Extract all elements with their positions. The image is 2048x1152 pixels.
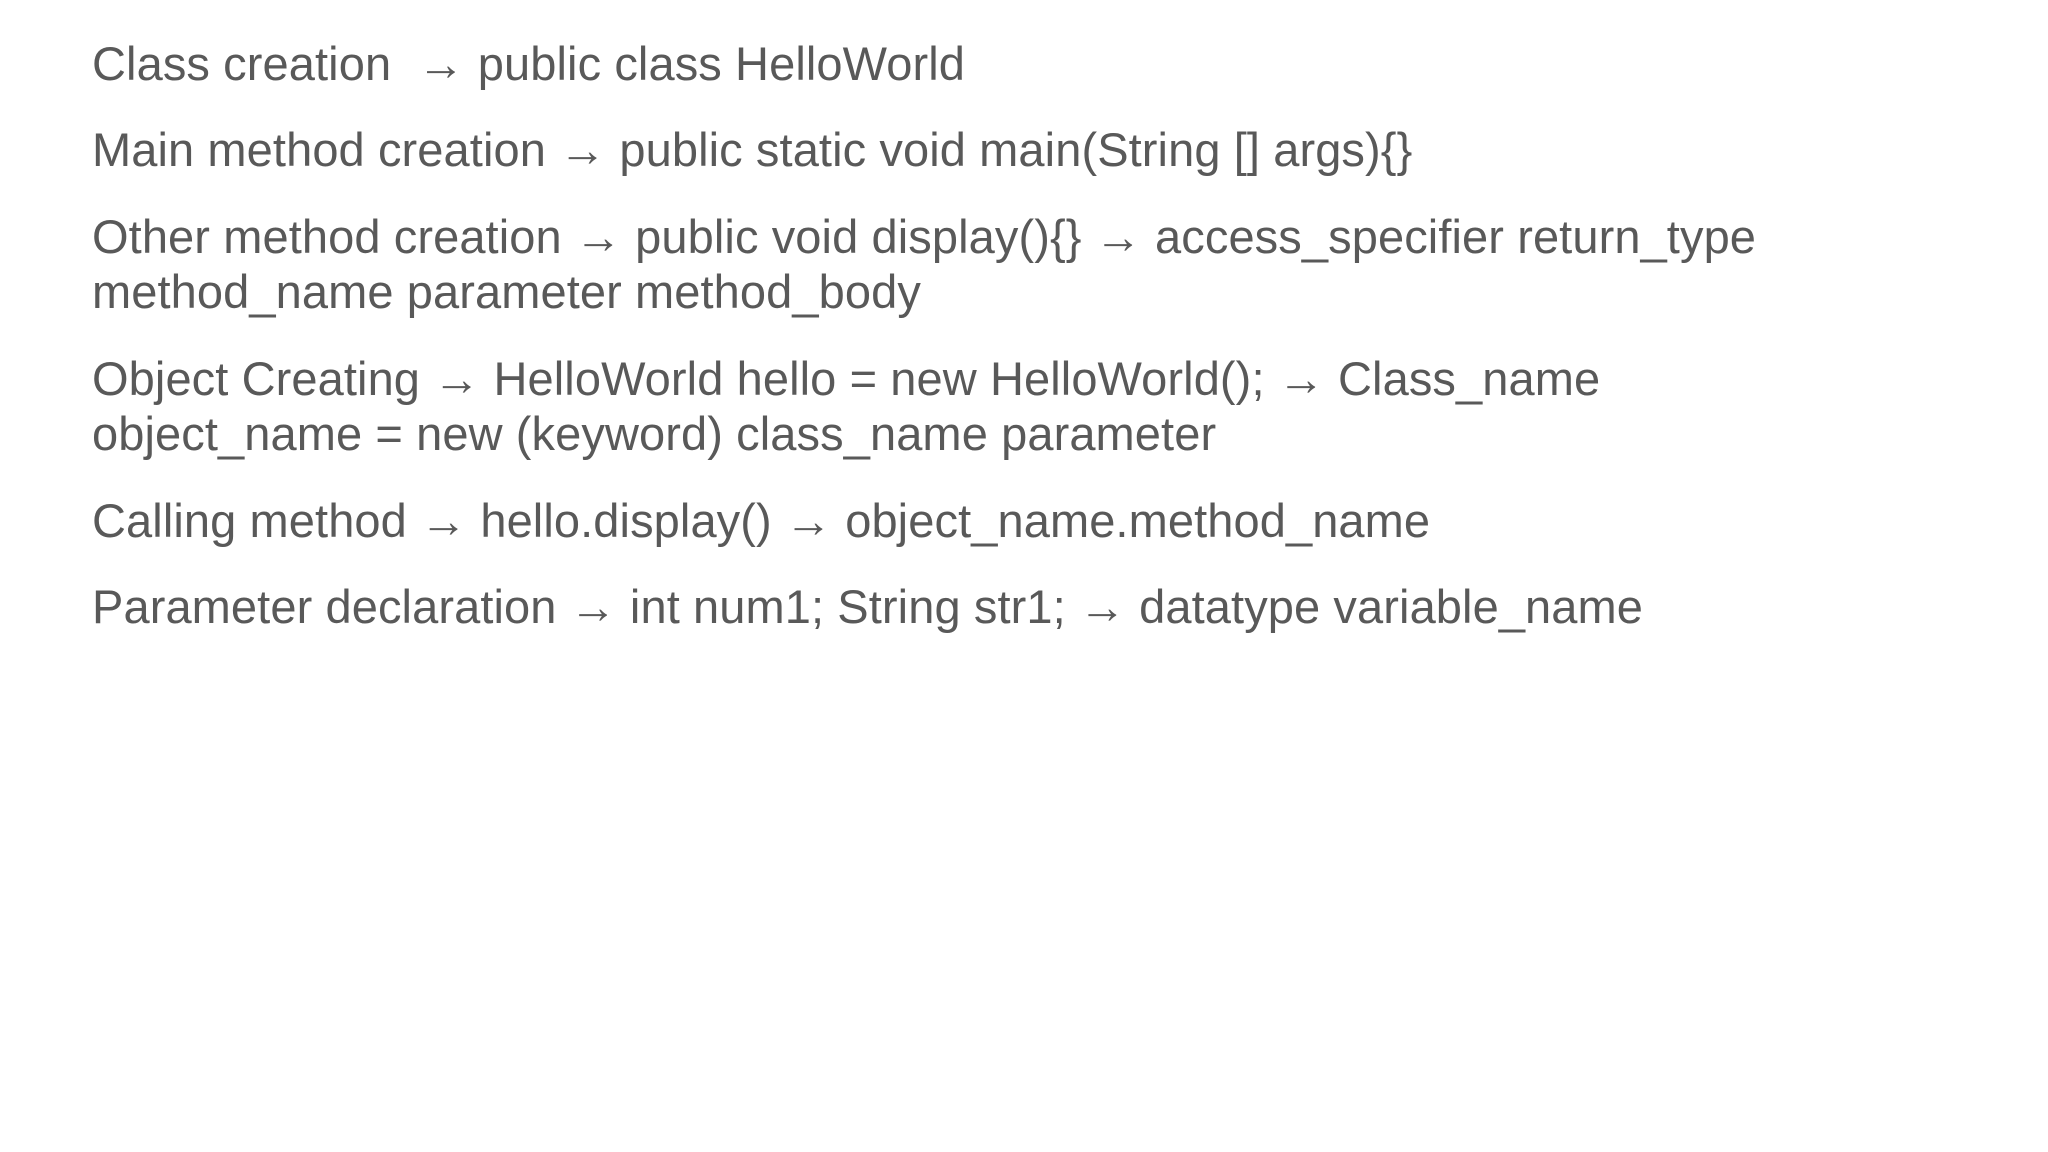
note-line-main-method-creation: Main method creation → public static voi… xyxy=(92,123,1413,177)
notes-list: Class creation → public class HelloWorld… xyxy=(92,36,1972,635)
note-line-parameter-declaration: Parameter declaration → int num1; String… xyxy=(92,580,1644,634)
note-line-object-creating: Object Creating → HelloWorld hello = new… xyxy=(92,351,1614,461)
note-line-calling-method: Calling method → hello.display() → objec… xyxy=(92,493,1431,547)
note-line-other-method-creation: Other method creation → public void disp… xyxy=(92,209,1770,319)
note-line-class-creation: Class creation → public class HelloWorld xyxy=(92,37,966,90)
